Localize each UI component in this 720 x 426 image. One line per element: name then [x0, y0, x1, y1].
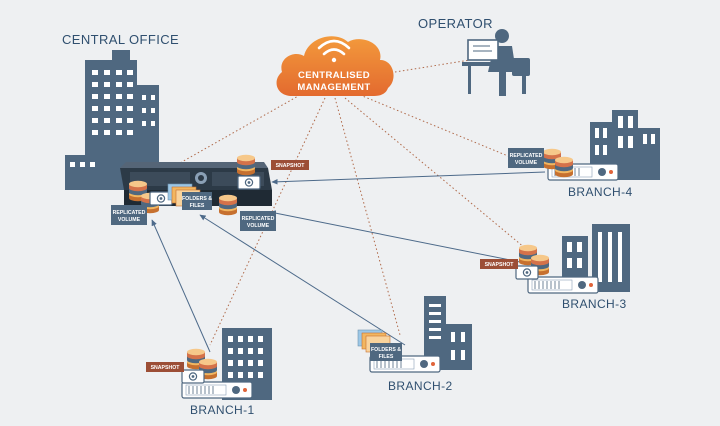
branch-4-label: BRANCH-4 [568, 185, 633, 199]
svg-text:SNAPSHOT: SNAPSHOT [485, 262, 515, 268]
replication-arrows [151, 171, 546, 353]
svg-text:SNAPSHOT: SNAPSHOT [276, 163, 306, 169]
svg-text:SNAPSHOT: SNAPSHOT [151, 365, 181, 371]
cloud-icon [276, 36, 394, 96]
branch-1-snapshot-tag: SNAPSHOT [146, 362, 184, 372]
central-replicated-tag-left: REPLICATED VOLUME [111, 205, 147, 225]
svg-text:VOLUME: VOLUME [515, 160, 538, 166]
branch-4-disk-stack-2 [555, 156, 573, 178]
branch-3-label: BRANCH-3 [562, 297, 627, 311]
svg-text:REPLICATED: REPLICATED [113, 210, 146, 216]
branch-1-appliance [181, 381, 253, 399]
central-snapshot-tag: SNAPSHOT [271, 160, 309, 170]
branch-3-appliance [527, 276, 599, 294]
svg-text:FILES: FILES [379, 354, 394, 360]
cloud-management: CENTRALISED MANAGEMENT [276, 36, 394, 96]
svg-text:FILES: FILES [190, 203, 205, 209]
svg-text:REPLICATED: REPLICATED [242, 216, 275, 222]
branch-4-building [590, 110, 660, 180]
operator-label: OPERATOR [418, 16, 493, 31]
branch-2-label: BRANCH-2 [388, 379, 453, 393]
svg-text:FOLDERS &: FOLDERS & [182, 196, 212, 202]
svg-text:REPLICATED: REPLICATED [510, 153, 543, 159]
branch-3-snapshot-icon [515, 265, 539, 280]
central-folders-tag: FOLDERS & FILES [182, 192, 212, 210]
operator-icon [462, 29, 530, 96]
svg-text:FOLDERS &: FOLDERS & [371, 347, 401, 353]
central-replicated-tag-right: REPLICATED VOLUME [240, 211, 276, 231]
branch-1-label: BRANCH-1 [190, 403, 255, 417]
central-disk-stack-top [237, 154, 255, 176]
branch-2-folders-tag: FOLDERS & FILES [370, 343, 402, 361]
wifi-icon [317, 39, 351, 63]
svg-text:VOLUME: VOLUME [118, 217, 141, 223]
cloud-label-line2: MANAGEMENT [297, 82, 370, 93]
central-office-label: CENTRAL OFFICE [62, 32, 179, 47]
central-snapshot-icon-top [237, 175, 261, 190]
branch-2-building [424, 296, 472, 370]
branch-4-replicated-tag: REPLICATED VOLUME [508, 148, 544, 168]
central-disk-stack-right [219, 194, 237, 216]
svg-text:VOLUME: VOLUME [247, 223, 270, 229]
cloud-label-line1: CENTRALISED [298, 70, 370, 81]
branch-1-snapshot-icon [181, 369, 205, 384]
branch-3-snapshot-tag: SNAPSHOT [480, 259, 518, 269]
